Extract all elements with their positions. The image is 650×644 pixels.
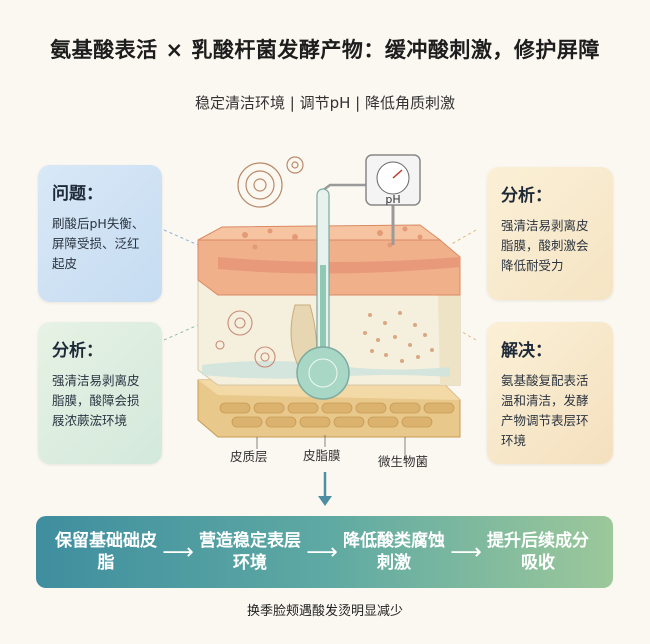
flow-step-4: 提升后续成分吸收 bbox=[487, 531, 589, 573]
analysis-right-body: 强清洁易剥离皮脂膜，酸刺激会降低耐受力 bbox=[501, 218, 589, 273]
microbes-label: 微生物菌 bbox=[378, 454, 429, 469]
flow-step-1: 保留基础础皮脂 bbox=[55, 531, 157, 573]
page-title: 氨基酸表活 × 乳酸杆菌发酵产物：缓冲酸刺激，修护屏障 bbox=[50, 38, 600, 62]
connector-line bbox=[449, 229, 477, 246]
skin-illustration bbox=[163, 154, 477, 461]
microbe-dots bbox=[363, 311, 434, 363]
arrow-right-icon: ⟶ bbox=[306, 539, 338, 565]
bottom-cells bbox=[219, 402, 455, 428]
pore-dots bbox=[242, 226, 423, 250]
problem-heading: 问题： bbox=[52, 184, 103, 204]
dermis-label: 皮质层 bbox=[230, 449, 268, 464]
connector-line bbox=[163, 324, 199, 341]
cell-icon bbox=[237, 156, 304, 208]
connector-line bbox=[163, 229, 199, 246]
sebum-label: 皮脂膜 bbox=[303, 448, 341, 463]
solution-card: 解决： 氨基酸复配表活温和清洁，发酵产物调节表层环环境 bbox=[487, 322, 613, 464]
flow-step-3: 降低酸类腐蚀刺激 bbox=[343, 531, 445, 573]
flow-step-2: 营造稳定表层环境 bbox=[199, 531, 301, 573]
gauge-ph-label: pH bbox=[385, 193, 401, 206]
arrow-right-icon: ⟶ bbox=[450, 539, 482, 565]
tissue-cells bbox=[215, 310, 276, 368]
down-arrow-icon bbox=[318, 472, 332, 506]
page-subtitle: 稳定清洁环境 | 调节pH | 降低角质刺激 bbox=[195, 94, 455, 112]
analysis-right-card: 分析： 强清洁易剥离皮脂膜，酸刺激会降低耐受力 bbox=[487, 167, 613, 300]
analysis-left-body: 强清洁易剥离皮脂膜，酸障会损屐浓蕨浤环境 bbox=[52, 373, 140, 428]
skin-diagram: pH 皮质层 皮脂膜 微生物菌 bbox=[150, 145, 490, 469]
analysis-left-heading: 分析： bbox=[52, 341, 103, 361]
arrow-right-icon: ⟶ bbox=[162, 539, 194, 565]
problem-card: 问题： 刷酸后pH失衡、屏障受损、泛红起皮 bbox=[38, 165, 162, 302]
solution-heading: 解决： bbox=[501, 341, 552, 361]
analysis-right-heading: 分析： bbox=[501, 186, 552, 206]
problem-body: 刷酸后pH失衡、屏障受损、泛红起皮 bbox=[52, 216, 145, 271]
solution-body: 氨基酸复配表活温和清洁，发酵产物调节表层环环境 bbox=[501, 373, 589, 448]
analysis-left-card: 分析： 强清洁易剥离皮脂膜，酸障会损屐浓蕨浤环境 bbox=[38, 322, 162, 464]
footer-note: 换季脸颊遇酸发烫明显减少 bbox=[246, 604, 403, 619]
process-flow-banner: 保留基础础皮脂 ⟶ 营造稳定表层环境 ⟶ 降低酸类腐蚀刺激 ⟶ 提升后续成分吸收 bbox=[36, 516, 613, 588]
